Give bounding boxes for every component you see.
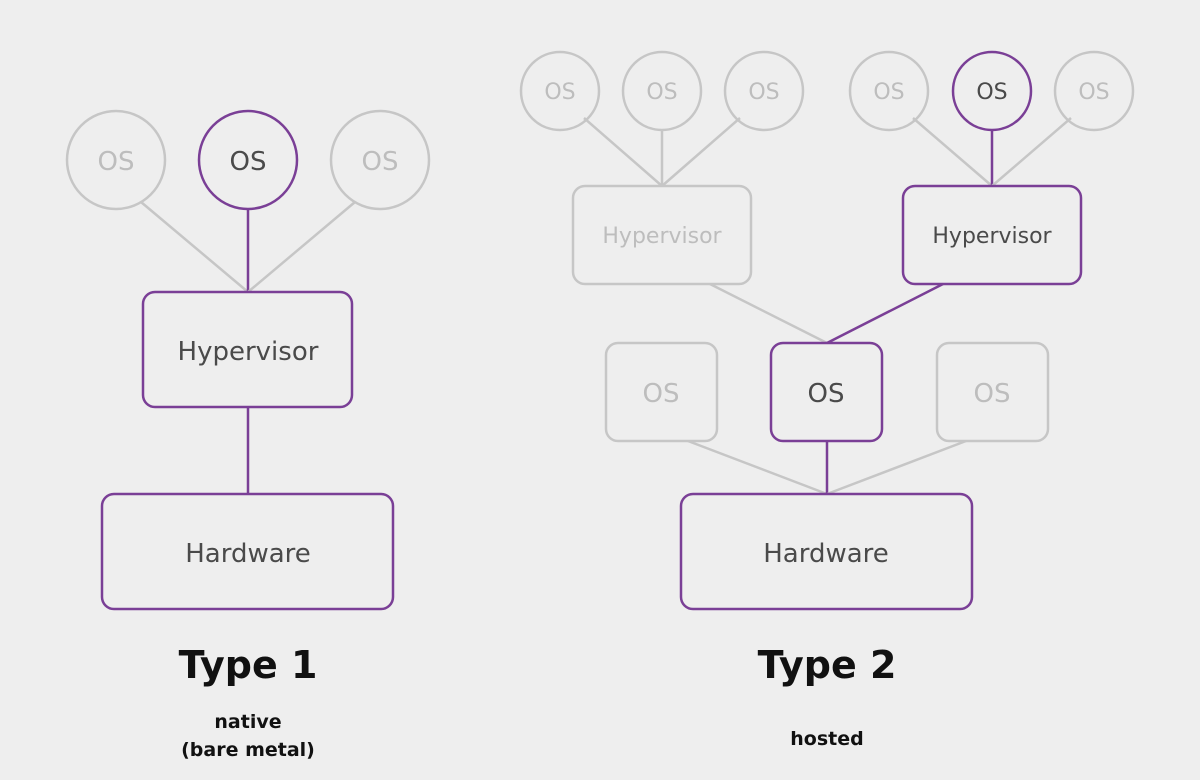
- type2-hypervisor-right: Hypervisor: [901, 184, 1083, 286]
- type2-guest-left-3: OS: [723, 50, 805, 132]
- type2-guest-left-2: OS: [621, 50, 703, 132]
- type2-edge-hostos-right-hardware: [826, 439, 967, 496]
- type1-os-right-label: OS: [362, 147, 399, 177]
- type1-edge-os-right: [247, 201, 356, 293]
- type1-hardware: Hardware: [100, 492, 395, 611]
- type1-hypervisor: Hypervisor: [141, 290, 354, 409]
- type2-guest-right-3: OS: [1053, 50, 1135, 132]
- type2-guest-left-1-label: OS: [544, 80, 575, 105]
- type2-hypervisor-right-label: Hypervisor: [932, 224, 1052, 249]
- type2-edge-guest-left-1: [583, 117, 663, 187]
- type2-hardware: Hardware: [679, 492, 974, 611]
- type1-os-center-label: OS: [230, 147, 267, 177]
- type2-edge-hostos-left-hardware: [687, 439, 828, 496]
- type2-edge-guest-right-3: [991, 117, 1072, 187]
- type2-guest-left-3-label: OS: [748, 80, 779, 105]
- type2-host-os-left: OS: [604, 341, 719, 443]
- type2-hypervisor-left-label: Hypervisor: [602, 224, 722, 249]
- type1-os-left-label: OS: [98, 147, 135, 177]
- type2-title: Type 2: [758, 643, 897, 687]
- type1-diagram: OS OS OS Hypervisor Hardware Type 1 nati…: [65, 109, 431, 761]
- type1-os-right: OS: [329, 109, 431, 211]
- type2-guest-right-1-label: OS: [873, 80, 904, 105]
- type2-guest-left-2-label: OS: [646, 80, 677, 105]
- type2-hardware-label: Hardware: [763, 539, 889, 569]
- type2-diagram: OS OS OS OS OS OS Hypervisor: [519, 50, 1135, 750]
- type2-edge-guest-right-1: [912, 117, 993, 187]
- type2-host-os-left-label: OS: [643, 379, 680, 409]
- type2-guest-right-2: OS: [951, 50, 1033, 132]
- type2-subtitle: hosted: [790, 728, 863, 750]
- type2-hypervisor-left: Hypervisor: [571, 184, 753, 286]
- type2-guest-right-2-label: OS: [976, 80, 1007, 105]
- type1-subtitle-line2: (bare metal): [181, 739, 315, 761]
- type1-hypervisor-label: Hypervisor: [178, 337, 319, 367]
- type2-guest-right-3-label: OS: [1078, 80, 1109, 105]
- type1-os-left: OS: [65, 109, 167, 211]
- type2-edge-hyp-left-hostos: [709, 282, 828, 345]
- type2-edge-hyp-right-hostos: [826, 282, 944, 345]
- type1-edge-os-left: [140, 201, 249, 293]
- type2-host-os-right-label: OS: [974, 379, 1011, 409]
- type2-host-os-center: OS: [769, 341, 884, 443]
- type2-guest-right-1: OS: [848, 50, 930, 132]
- type2-host-os-right: OS: [935, 341, 1050, 443]
- type1-hardware-label: Hardware: [185, 539, 311, 569]
- type1-os-center: OS: [197, 109, 299, 211]
- type1-title: Type 1: [179, 643, 318, 687]
- type2-guest-left-1: OS: [519, 50, 601, 132]
- type2-edge-guest-left-3: [661, 117, 741, 187]
- type2-host-os-center-label: OS: [808, 379, 845, 409]
- type1-subtitle-line1: native: [214, 711, 281, 733]
